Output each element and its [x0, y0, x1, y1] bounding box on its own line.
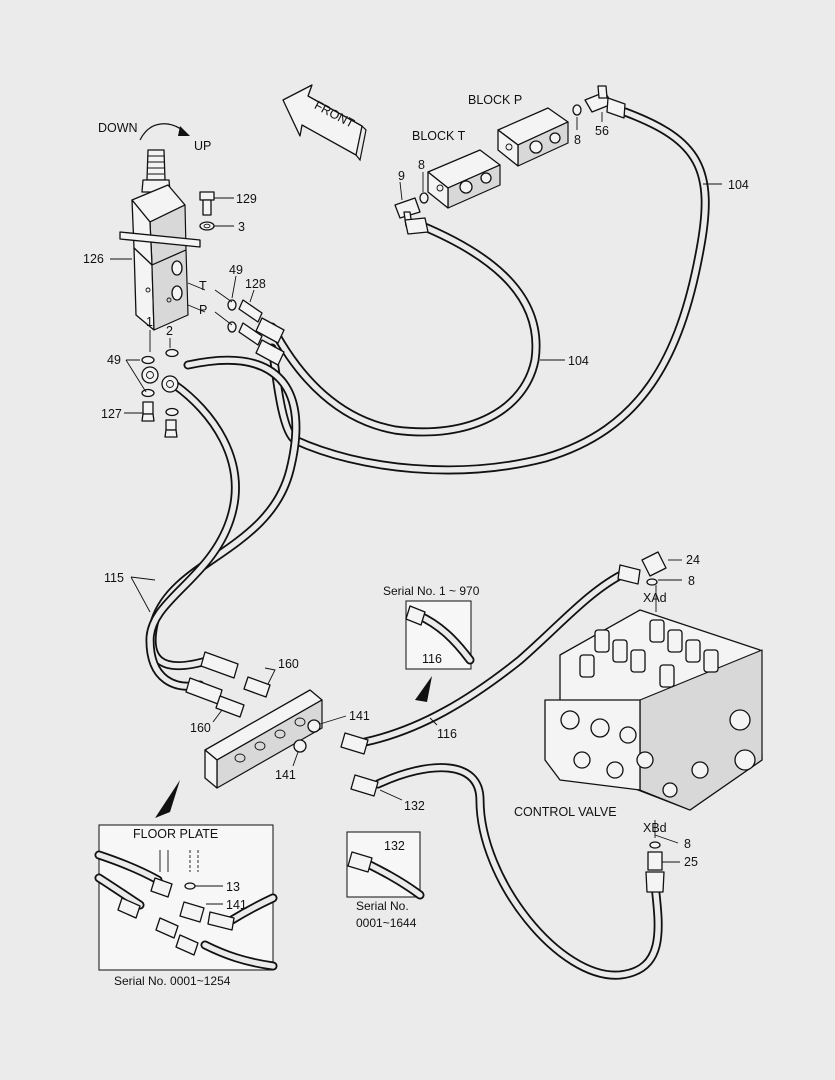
- control-valve: [544, 551, 763, 893]
- valve-spools: [579, 619, 719, 688]
- part-number-9: 9: [398, 169, 405, 183]
- part-number-2: 2: [166, 324, 173, 338]
- part-number-132: 132: [404, 799, 425, 813]
- part-number-160-bottom: 160: [190, 721, 211, 735]
- hose-116: [360, 568, 630, 747]
- label-port-p: P: [199, 303, 207, 317]
- hose-115-b: [145, 380, 240, 691]
- part-number-8-block-p: 8: [574, 133, 581, 147]
- valve-ports: [560, 709, 756, 798]
- block-p: [497, 107, 569, 167]
- inset-floor-plate: [94, 780, 278, 971]
- part-number-141-left: 141: [275, 768, 296, 782]
- part-number-104-mid: 104: [568, 354, 589, 368]
- part-number-141-right: 141: [349, 709, 370, 723]
- inset-132: [346, 831, 425, 900]
- part-number-104-top: 104: [728, 178, 749, 192]
- hose-115-a: [147, 355, 301, 671]
- label-xad: XAd: [643, 591, 667, 605]
- label-down: DOWN: [98, 121, 138, 135]
- label-floor-plate: FLOOR PLATE: [133, 827, 218, 841]
- part-number-126: 126: [83, 252, 104, 266]
- part-number-132-inset: 132: [384, 839, 405, 853]
- part-number-8-xad: 8: [688, 574, 695, 588]
- label-up: UP: [194, 139, 211, 153]
- hose-104-inner: [267, 220, 541, 437]
- rotation-arrow: [139, 123, 190, 141]
- label-control-valve: CONTROL VALVE: [514, 805, 617, 819]
- part-number-129: 129: [236, 192, 257, 206]
- serial-note-floor-plate: Serial No. 0001~1254: [114, 974, 231, 988]
- small-fittings-pilot: [141, 191, 285, 438]
- serial-note-132-line1: Serial No.: [356, 899, 409, 913]
- part-number-115: 115: [104, 571, 124, 585]
- inset-116: [405, 600, 475, 702]
- label-block-p: BLOCK P: [468, 93, 522, 107]
- part-number-49-left: 49: [107, 353, 121, 367]
- part-number-3: 3: [238, 220, 245, 234]
- part-number-49-top: 49: [229, 263, 243, 277]
- part-number-8-block-t: 8: [418, 158, 425, 172]
- block-fittings: [394, 85, 626, 235]
- part-number-116: 116: [437, 727, 457, 741]
- part-number-13-floor: 13: [226, 880, 240, 894]
- part-number-25: 25: [684, 855, 698, 869]
- part-number-127: 127: [101, 407, 122, 421]
- hose-lines: [145, 107, 710, 980]
- part-number-1: 1: [146, 315, 153, 329]
- part-number-56: 56: [595, 124, 609, 138]
- floor-plate: [185, 651, 379, 797]
- pilot-valve: [119, 149, 201, 331]
- front-direction-arrow: [282, 84, 367, 162]
- label-block-t: BLOCK T: [412, 129, 466, 143]
- part-number-141-floor: 141: [226, 898, 247, 912]
- label-xbd: XBd: [643, 821, 667, 835]
- serial-note-116: Serial No. 1 ~ 970: [383, 584, 480, 598]
- part-number-128: 128: [245, 277, 266, 291]
- serial-note-132-line2: 0001~1644: [356, 916, 417, 930]
- part-number-160-top: 160: [278, 657, 299, 671]
- part-number-8-xbd: 8: [684, 837, 691, 851]
- part-number-116-inset: 116: [422, 652, 442, 666]
- part-number-24: 24: [686, 553, 700, 567]
- label-port-t: T: [199, 279, 207, 293]
- leader-lines: [110, 112, 722, 905]
- hose-132: [373, 763, 663, 980]
- text-labels: DOWN UP FRONT BLOCK P BLOCK T T P XAd XB…: [83, 93, 749, 988]
- block-t: [427, 149, 501, 209]
